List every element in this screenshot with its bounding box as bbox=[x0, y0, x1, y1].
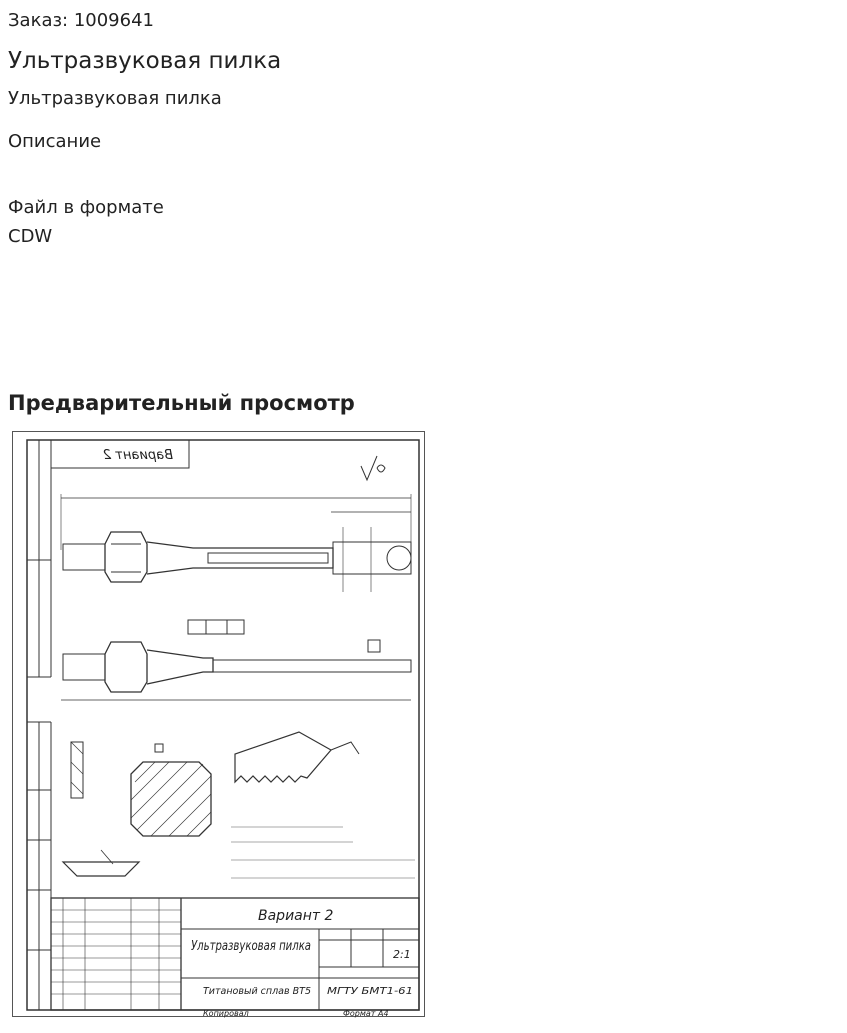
drawing-preview[interactable]: Вариант 2 bbox=[12, 431, 425, 1018]
order-number: Заказ: 1009641 bbox=[8, 10, 154, 31]
drawing-copied-label: Копировал bbox=[203, 1009, 249, 1018]
drawing-material: Титановый сплав ВТ5 bbox=[203, 986, 311, 997]
drawing-variant-title: Вариант 2 bbox=[258, 908, 334, 924]
preview-heading: Предварительный просмотр bbox=[8, 391, 355, 415]
description-label: Описание bbox=[8, 131, 102, 152]
variant-stamp: Вариант 2 bbox=[103, 448, 173, 463]
file-format-text: Файл в формате CDW bbox=[8, 197, 164, 247]
drawing-format-label: Формат А4 bbox=[343, 1009, 389, 1018]
drawing-part-name: Ультразвуковая пилка bbox=[191, 939, 311, 954]
technical-drawing: Вариант 2 bbox=[26, 439, 420, 1018]
product-subtitle: Ультразвуковая пилка bbox=[8, 88, 222, 109]
drawing-scale: 2:1 bbox=[393, 948, 411, 961]
product-title: Ультразвуковая пилка bbox=[8, 48, 282, 74]
drawing-organization: МГТУ БМТ1-61 bbox=[327, 986, 413, 997]
